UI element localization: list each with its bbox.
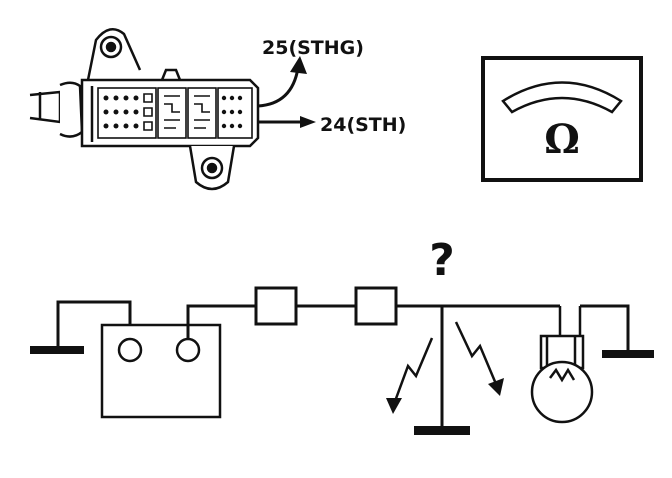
ohmmeter-icon [481,56,643,182]
pin-label-25: 25(STHG) [262,37,364,59]
ohm-symbol: Ω [544,116,580,163]
bulb-icon [530,306,594,424]
battery-icon [100,323,222,419]
connector-icon [29,27,260,191]
ground-icon-right [580,304,654,358]
supply-wire [186,304,560,339]
probe-lead-25 [257,56,307,108]
probe-lead-24 [258,116,316,128]
short-to-ground-icon [386,306,504,435]
connector-pins [97,87,253,139]
ground-icon-left [30,300,132,354]
pin-label-24: 24(STH) [320,114,406,136]
fuse-icon-2 [354,286,398,326]
fault-question-mark: ? [429,235,455,286]
fuse-icon-1 [254,286,298,326]
